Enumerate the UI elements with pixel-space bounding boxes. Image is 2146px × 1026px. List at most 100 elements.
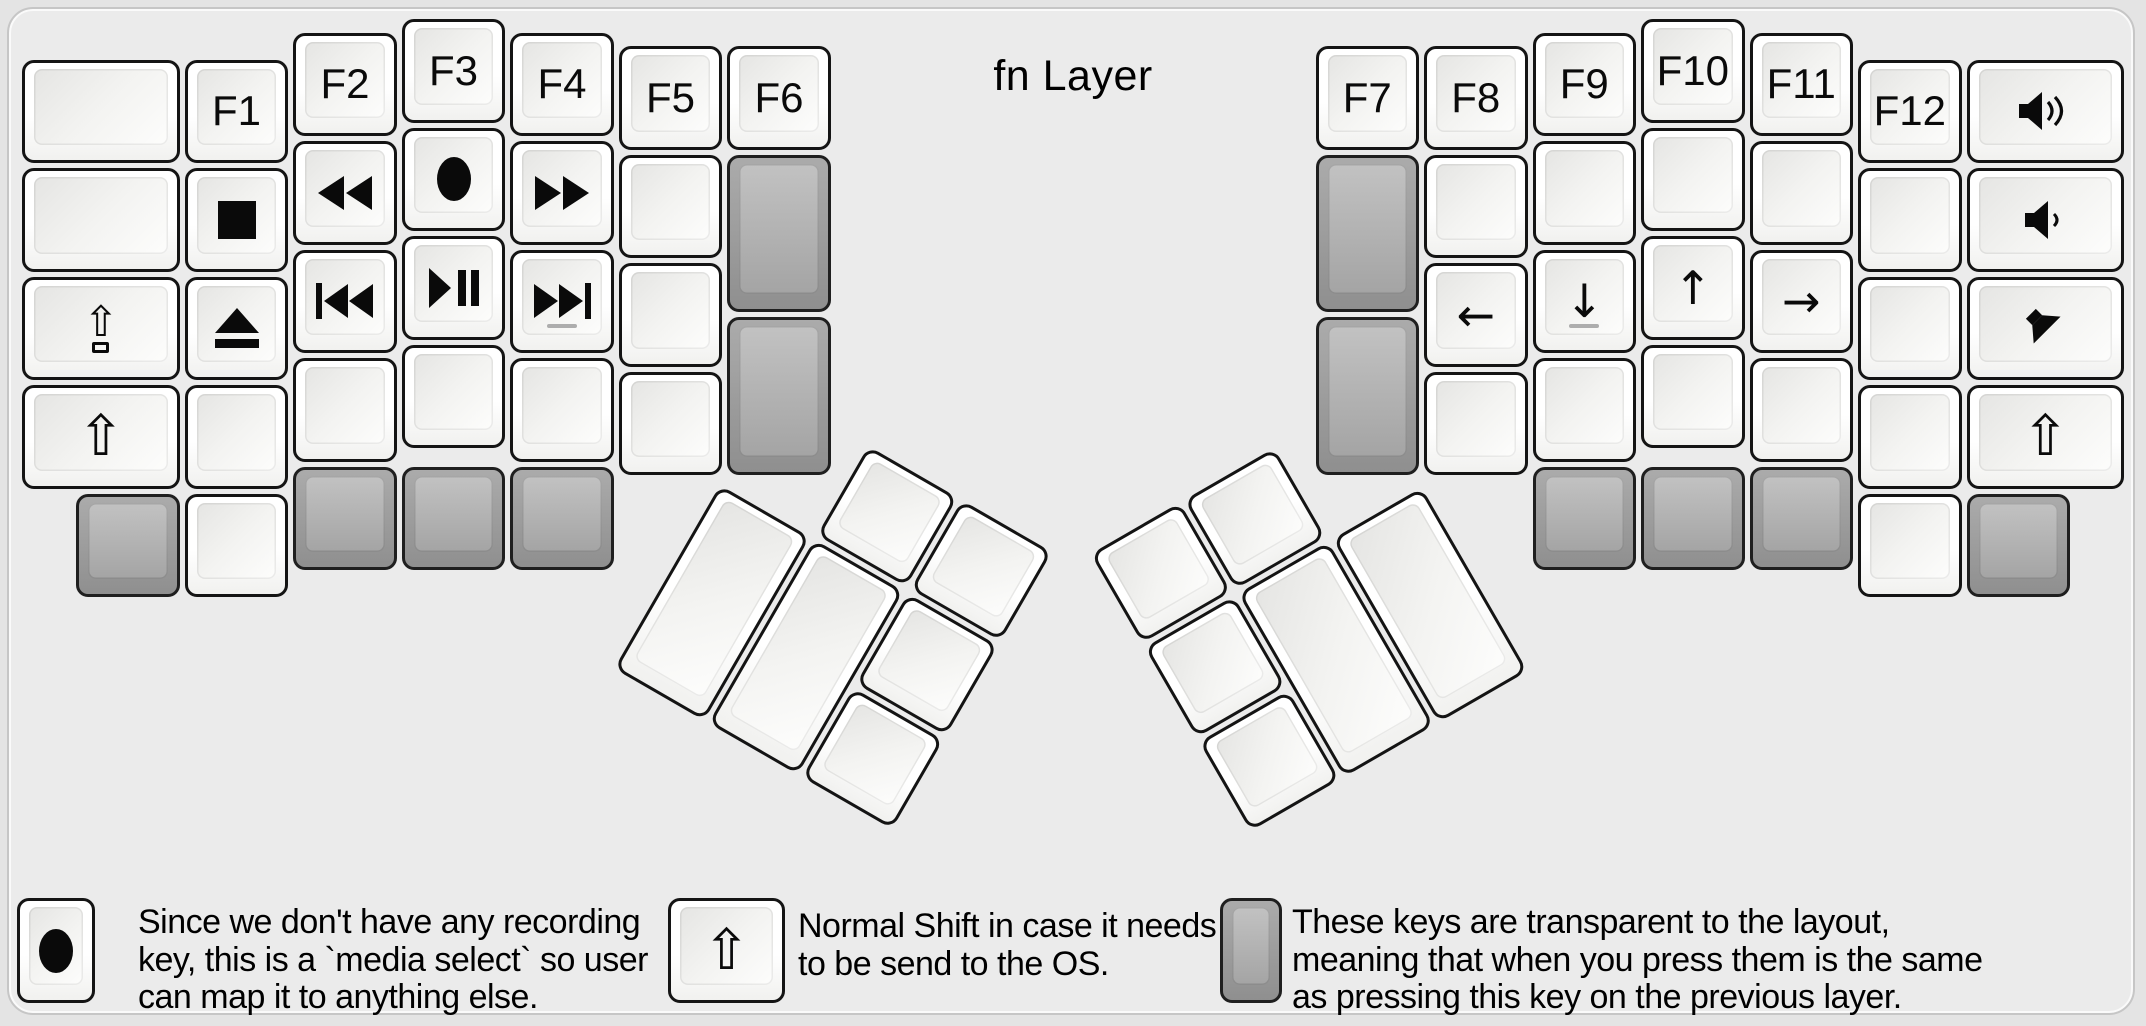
key-blank: [1532, 141, 1636, 245]
key-label: F4: [537, 60, 587, 108]
key-transparent: [1532, 466, 1636, 571]
key-fast-forward: [510, 141, 614, 245]
key-arrow-up-glyph: ↑: [1673, 260, 1713, 315]
key-rewind: [293, 141, 397, 245]
fast-forward-icon: [534, 173, 590, 213]
layer-title: fn Layer: [993, 52, 1153, 100]
next-track-icon: [532, 281, 592, 321]
stop-icon: [217, 200, 257, 240]
key-blank: [1858, 168, 1962, 272]
key-blank: [22, 59, 180, 164]
key-blank: [1858, 276, 1962, 381]
legend-text-transparent: These keys are transparent to the layout…: [1292, 903, 1983, 1017]
key-shift-glyph: ⇧: [77, 403, 125, 469]
legend-line: to be send to the OS.: [798, 944, 1109, 983]
key-transparent: [1966, 493, 2070, 598]
key-prev-track: [293, 249, 397, 354]
legend-line: These keys are transparent to the layout…: [1292, 903, 1890, 941]
record-key-icon: [17, 898, 95, 1003]
key-arrow-left-glyph: ←: [1456, 287, 1496, 342]
key-transparent: [727, 154, 831, 313]
key-blank: [618, 263, 723, 367]
key-blank: [401, 344, 506, 448]
key-transparent: [1315, 317, 1419, 476]
shift-key-icon: ⇧: [668, 898, 785, 1003]
key-f8: F8: [1424, 46, 1528, 150]
eject-icon: [214, 307, 260, 349]
key-volume-mute: [1966, 276, 2125, 381]
key-label: F5: [645, 73, 695, 121]
key-transparent: [727, 317, 831, 476]
key-arrow-right-glyph: →: [1781, 274, 1821, 329]
key-volume-up: [1966, 59, 2125, 164]
legend-line: key, this is a `media select` so user: [138, 940, 648, 979]
key-label: F10: [1656, 46, 1729, 94]
key-blank: [293, 358, 397, 462]
key-play-pause: [401, 236, 506, 340]
prev-track-icon: [315, 281, 375, 321]
legend-line: Since we don't have any recording: [138, 903, 641, 941]
key-label: F3: [428, 46, 478, 94]
key-transparent: [1749, 466, 1853, 571]
key-arrow-down-glyph: ↓: [1564, 274, 1604, 329]
key-f5: F5: [618, 46, 723, 150]
key-blank: [1424, 154, 1528, 259]
key-blank: [1858, 385, 1962, 489]
key-shift: ⇧: [22, 385, 180, 489]
volume-down-icon: [2024, 199, 2066, 241]
key-arrow-down: ↓: [1532, 249, 1636, 354]
key-blank: [618, 371, 723, 476]
transparent-key-icon: [1220, 898, 1282, 1003]
legend-line: can map it to anything else.: [138, 978, 538, 1016]
key-label: F6: [754, 73, 804, 121]
key-f11: F11: [1749, 32, 1853, 137]
key-f6: F6: [727, 46, 831, 150]
key-blank: [1641, 127, 1745, 231]
key-blank: [510, 358, 614, 462]
key-shift: ⇧: [1966, 385, 2125, 489]
key-transparent: [510, 466, 614, 571]
key-f7: F7: [1315, 46, 1419, 150]
rewind-icon: [317, 173, 373, 213]
key-next-track: [510, 249, 614, 354]
legend-line: as pressing this key on the previous lay…: [1292, 978, 1902, 1016]
key-f3: F3: [401, 19, 506, 123]
key-f10: F10: [1641, 19, 1745, 123]
key-transparent: [76, 493, 180, 598]
legend-text-record: Since we don't have any recording key, t…: [138, 903, 648, 1017]
key-f9: F9: [1532, 32, 1636, 137]
key-record: [401, 127, 506, 231]
legend-text-shift: Normal Shift in case it needs to be send…: [798, 907, 1217, 983]
key-label: F7: [1342, 73, 1392, 121]
key-f2: F2: [293, 32, 397, 137]
key-arrow-left: ←: [1424, 263, 1528, 367]
key-blank: [618, 154, 723, 259]
key-f1: F1: [184, 59, 289, 164]
key-stop: [184, 168, 289, 272]
legend-line: meaning that when you press them is the …: [1292, 940, 1983, 979]
key-transparent: [1315, 154, 1419, 313]
key-label: F1: [211, 87, 261, 135]
key-blank: [1532, 358, 1636, 462]
volume-mute-icon: [2021, 305, 2069, 351]
record-icon: [37, 927, 75, 975]
key-arrow-right: →: [1749, 249, 1853, 354]
key-blank: [1858, 493, 1962, 598]
key-arrow-up: ↑: [1641, 236, 1745, 340]
key-blank: [184, 385, 289, 489]
caps-shift-icon: ⇧: [83, 300, 118, 354]
key-transparent: [1641, 466, 1745, 571]
key-eject: [184, 276, 289, 381]
key-label: F9: [1559, 60, 1609, 108]
key-blank: [1749, 358, 1853, 462]
key-blank: [1424, 371, 1528, 476]
homing-bar: [547, 323, 577, 329]
key-label: F12: [1873, 87, 1946, 135]
key-shift-glyph: ⇧: [2021, 403, 2069, 469]
shift-key-icon-glyph: ⇧: [703, 917, 750, 983]
key-blank: [1749, 141, 1853, 245]
volume-up-icon: [2018, 90, 2072, 132]
key-label: F2: [320, 60, 370, 108]
key-blank: [184, 493, 289, 598]
key-transparent: [401, 466, 506, 571]
